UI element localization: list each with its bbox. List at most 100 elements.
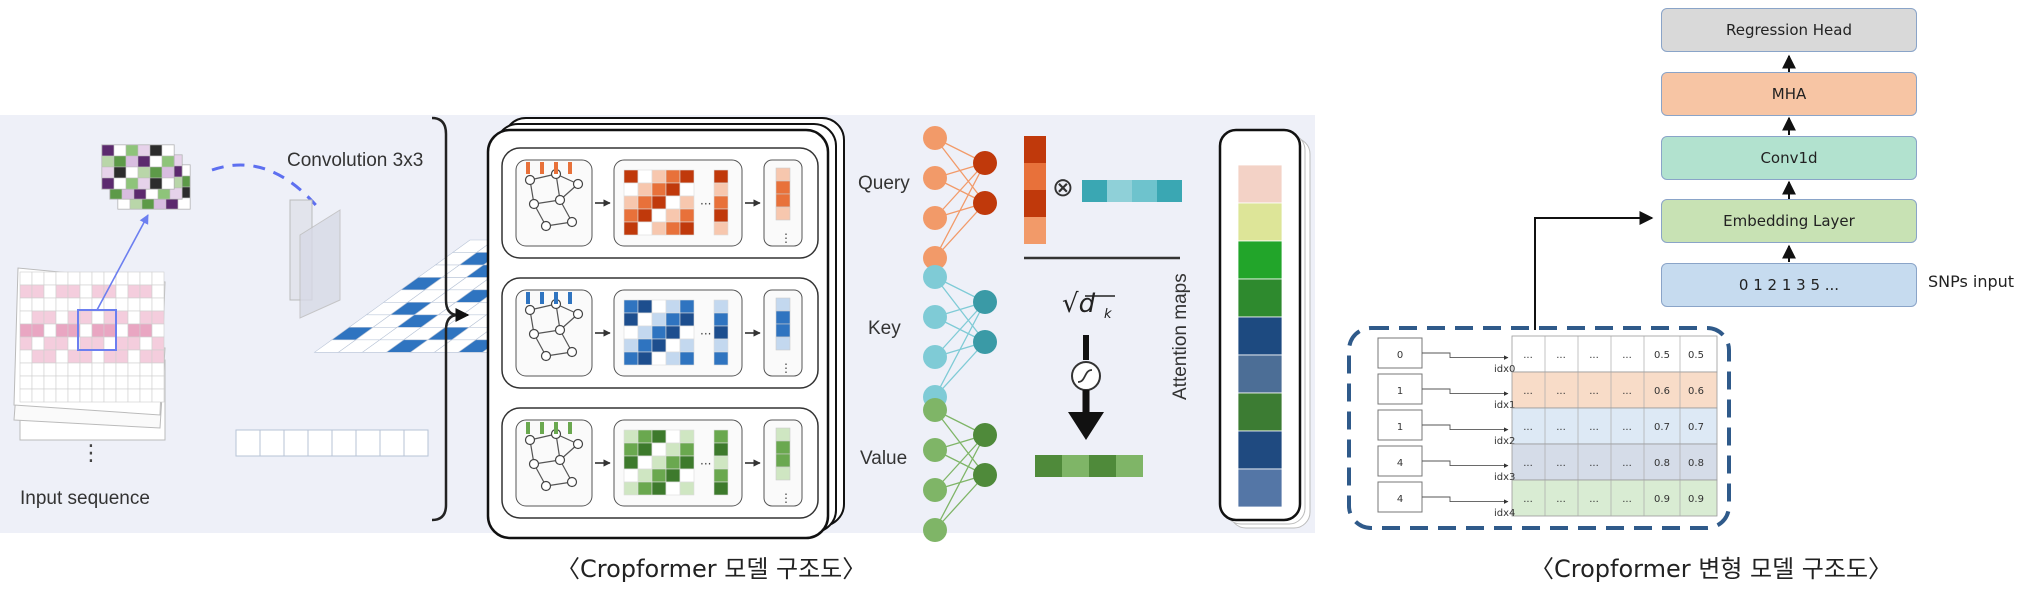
flow-box-conv1d: Conv1d	[1661, 136, 1917, 180]
input-cell	[139, 375, 153, 390]
qkv-module-stack: ···⋮···⋮···⋮	[486, 117, 845, 540]
input-cell	[91, 362, 105, 377]
value-vector-cell	[1035, 455, 1062, 477]
table-value: 0.9	[1654, 494, 1670, 505]
attention-cell	[1237, 430, 1283, 470]
left-caption: 〈Cropformer 모델 구조도〉	[556, 555, 867, 583]
snps-input-label: SNPs input	[1928, 272, 2015, 291]
matrix-col-cell	[713, 455, 729, 470]
graph-node	[524, 304, 536, 316]
table-ellipsis: ...	[1589, 422, 1599, 433]
matrix-dots: ···	[700, 197, 711, 211]
input-cell	[115, 388, 129, 403]
net-input-node	[923, 265, 947, 289]
matrix-cell	[679, 208, 695, 223]
matrix-cell	[651, 299, 667, 314]
vector-cell	[775, 453, 791, 468]
input-cell	[79, 323, 93, 338]
input-cell	[151, 349, 165, 364]
input-cell	[43, 297, 57, 312]
input-ellipsis: ⋮	[80, 441, 102, 466]
graph-marker	[540, 292, 544, 304]
embedding-dashed-border	[1347, 326, 1731, 530]
kernel-cell	[149, 177, 163, 190]
input-cell	[139, 310, 153, 325]
input-cell	[19, 284, 33, 299]
input-cell	[91, 323, 105, 338]
table-ellipsis: ...	[1523, 386, 1533, 397]
table-value: 0.8	[1688, 458, 1704, 469]
input-cell	[91, 284, 105, 299]
table-mapping-line	[1422, 424, 1509, 432]
kernel-cell	[113, 177, 127, 190]
matrix-col-cell	[713, 195, 729, 210]
table-input-value: 1	[1397, 422, 1403, 433]
matrix-cell	[637, 208, 653, 223]
matrix-cell	[679, 429, 695, 444]
graph-marker	[568, 162, 572, 174]
input-cell	[139, 349, 153, 364]
input-cell	[115, 349, 129, 364]
kernel-cell	[109, 187, 123, 200]
kernel-cell	[153, 197, 167, 210]
input-cell	[79, 310, 93, 325]
matrix-cell	[637, 338, 653, 353]
input-cell	[31, 388, 45, 403]
graph-node	[528, 458, 540, 470]
matrix-cell	[637, 299, 653, 314]
matrix-cell	[623, 338, 639, 353]
input-cell	[127, 323, 141, 338]
matrix-cell	[623, 468, 639, 483]
vector-cell	[775, 310, 791, 325]
vector-cell	[775, 440, 791, 455]
input-cell	[127, 388, 141, 403]
matrix-cell	[665, 221, 681, 236]
neural-net	[923, 398, 997, 542]
matrix-cell	[623, 221, 639, 236]
vector-cell	[775, 193, 791, 208]
input-cell	[31, 336, 45, 351]
input-cell	[103, 375, 117, 390]
table-ellipsis: ...	[1622, 458, 1632, 469]
net-edge	[934, 162, 986, 259]
input-cell	[31, 349, 45, 364]
attention-cell	[1237, 278, 1283, 318]
input-cell	[19, 375, 33, 390]
convolution-label: Convolution 3x3	[287, 150, 424, 171]
net-output-node	[973, 330, 997, 354]
table-ellipsis: ...	[1556, 494, 1566, 505]
net-output-node	[973, 423, 997, 447]
input-cell	[55, 310, 69, 325]
kernel-cell	[161, 166, 175, 179]
input-cell	[55, 388, 69, 403]
matrix-cell	[651, 455, 667, 470]
table-ellipsis: ...	[1589, 350, 1599, 361]
kernel-cell	[137, 144, 151, 157]
table-input-value: 0	[1397, 350, 1403, 361]
graph-node	[566, 346, 578, 358]
attention-computation: ⊗ √d k Attention maps	[1024, 136, 1191, 477]
table-value: 0.6	[1688, 386, 1704, 397]
table-row	[1511, 371, 1718, 409]
input-cell	[67, 284, 81, 299]
matrix-cell	[651, 325, 667, 340]
input-cell	[67, 271, 81, 286]
input-cell	[31, 362, 45, 377]
key-vector-cell	[1107, 180, 1132, 202]
attention-cell	[1237, 164, 1283, 204]
matrix-cell	[637, 312, 653, 327]
vector-cell	[775, 466, 791, 481]
input-cell	[19, 297, 33, 312]
kernel-cell	[125, 155, 139, 168]
input-cell	[31, 271, 45, 286]
table-input-value: 4	[1397, 458, 1403, 469]
input-cell	[115, 362, 129, 377]
matrix-cell	[623, 312, 639, 327]
table-ellipsis: ...	[1622, 386, 1632, 397]
input-cell	[151, 297, 165, 312]
matrix-cell	[651, 351, 667, 366]
input-cell	[79, 375, 93, 390]
table-ellipsis: ...	[1622, 422, 1632, 433]
table-index-label: idx3	[1494, 472, 1515, 483]
net-edge	[934, 341, 986, 398]
